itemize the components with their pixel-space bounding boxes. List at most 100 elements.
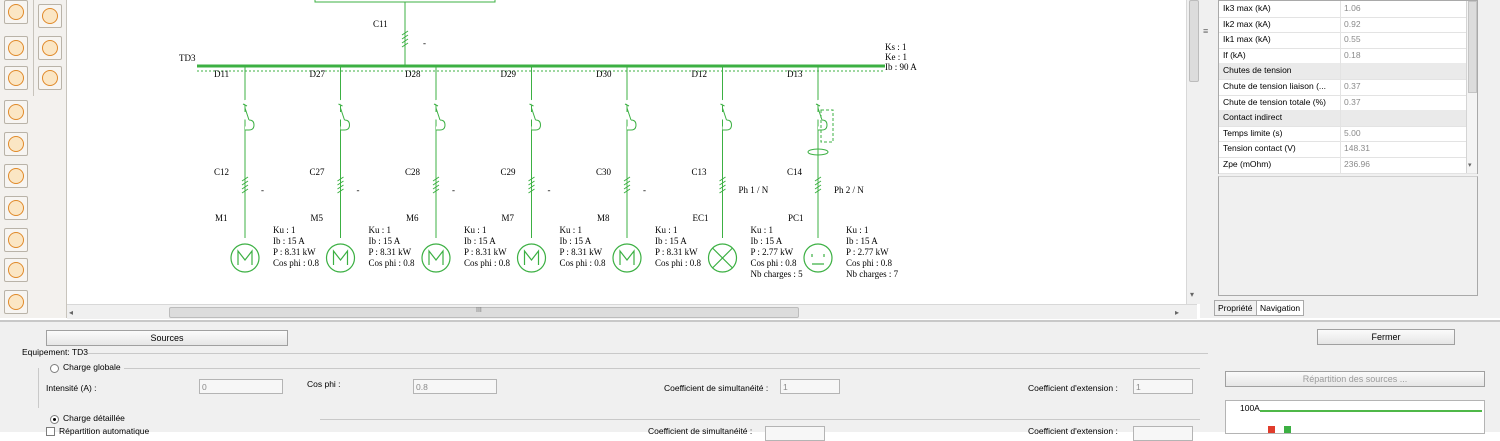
horizontal-scroll-thumb[interactable]: III — [169, 307, 799, 318]
property-value[interactable]: 0.37 — [1344, 81, 1361, 91]
property-separator — [1340, 94, 1341, 111]
load-info-line: Cos phi : 0.8 — [464, 258, 511, 268]
tool-busbar-icon[interactable] — [4, 100, 28, 124]
feeder-cable-mark — [432, 180, 440, 186]
property-description-area — [1218, 176, 1478, 296]
property-value[interactable]: 5.00 — [1344, 127, 1361, 138]
feeder-cable-mark — [623, 180, 631, 186]
property-value[interactable]: 0.37 — [1344, 96, 1361, 107]
tool-load-icon[interactable] — [4, 290, 28, 314]
top-breaker-label: C11 — [373, 19, 388, 29]
property-value[interactable]: 236.96 — [1344, 159, 1370, 169]
intensity-field[interactable]: 0 — [199, 379, 283, 394]
property-row[interactable]: Zpe (mOhm)236.96 — [1219, 157, 1477, 174]
cosphi-field[interactable]: 0.8 — [413, 379, 497, 394]
auto-split-label: Répartition automatique — [59, 426, 150, 436]
property-value[interactable]: 148.31 — [1344, 143, 1370, 154]
property-scroll-thumb[interactable] — [1468, 1, 1477, 93]
detailed-extension-field[interactable] — [1133, 426, 1193, 441]
splitter[interactable]: ≡ — [1200, 0, 1214, 318]
tool-socket-icon[interactable] — [4, 258, 28, 282]
property-row[interactable]: Tension contact (V)148.31 — [1219, 141, 1477, 158]
global-load-radio[interactable] — [50, 364, 59, 373]
load-info-line: Ku : 1 — [750, 225, 774, 235]
feeder-breaker-label: C30 — [596, 167, 612, 177]
scroll-left-arrow[interactable]: ◂ — [69, 308, 74, 317]
feeder-breaker-symbol — [624, 103, 637, 131]
horizontal-scrollbar[interactable]: ◂ III ▸ — [67, 304, 1197, 319]
simultaneity-field[interactable]: 1 — [780, 379, 840, 394]
busbar-icon — [8, 104, 24, 120]
toolbar-separator — [33, 0, 34, 96]
tool-motor-icon[interactable] — [4, 196, 28, 220]
feeder-cable-mark — [814, 184, 822, 190]
detailed-load-radio[interactable] — [50, 415, 59, 424]
property-value[interactable]: 0.18 — [1344, 49, 1361, 60]
load-info-line: P : 2.77 kW — [846, 247, 889, 257]
tool-panel-icon[interactable] — [4, 0, 28, 24]
property-row[interactable]: If (kA)0.18 — [1219, 47, 1477, 65]
auto-split-checkbox[interactable] — [46, 427, 55, 436]
detailed-simultaneity-label: Coefficient de simultanéité : — [648, 426, 753, 436]
property-value[interactable]: 1.06 — [1344, 3, 1361, 13]
extension-label: Coefficient d'extension : — [1028, 383, 1118, 393]
feeder-cable-mark — [241, 176, 249, 182]
sources-button[interactable]: Sources — [46, 330, 288, 346]
load-info-line: Ib : 15 A — [846, 236, 878, 246]
tool-disconnector-icon[interactable] — [38, 66, 62, 90]
tool-switch-icon[interactable] — [38, 36, 62, 60]
feeder-dist-label: D12 — [691, 69, 708, 79]
busbar-info-line: Ke : 1 — [885, 52, 907, 62]
load-label: PC1 — [788, 213, 804, 223]
feeder-cable-mark — [814, 180, 822, 186]
load-info-line: Cos phi : 0.8 — [750, 258, 797, 268]
detailed-simultaneity-field[interactable] — [765, 426, 825, 441]
feeder-cable-mark — [719, 180, 726, 186]
sources-split-button[interactable]: Répartition des sources ... — [1225, 371, 1485, 387]
property-separator — [1340, 63, 1341, 79]
load-symbol-circle — [803, 243, 833, 273]
coupler-icon — [8, 136, 24, 152]
property-key: Ik2 max (kA) — [1223, 18, 1271, 29]
tab-properties[interactable]: Propriété — [1214, 300, 1257, 316]
busbar-info-line: Ib : 90 A — [885, 62, 917, 72]
property-row[interactable]: Ik3 max (kA)1.06 — [1219, 1, 1477, 18]
tool-breaker-icon[interactable] — [4, 36, 28, 60]
close-button[interactable]: Fermer — [1317, 329, 1455, 345]
property-row[interactable]: Chute de tension totale (%)0.37 — [1219, 94, 1477, 112]
toroid-symbol — [807, 148, 829, 156]
property-category[interactable]: Chutes de tension — [1219, 63, 1477, 80]
busbar-info-line: Ks : 1 — [885, 42, 907, 52]
vertical-scroll-thumb[interactable] — [1189, 0, 1199, 82]
property-grid-scrollbar[interactable]: ▾ — [1466, 1, 1477, 173]
property-value[interactable]: 0.55 — [1344, 34, 1361, 45]
tool-transformer-icon[interactable] — [4, 66, 28, 90]
feeder-cable-mark — [623, 184, 631, 190]
feeder-cable-mark — [528, 176, 535, 182]
tool-coupler-icon[interactable] — [4, 132, 28, 156]
vertical-scrollbar[interactable]: ▾ — [1186, 0, 1201, 304]
extension-field[interactable]: 1 — [1133, 379, 1193, 394]
property-category[interactable]: Contact indirect — [1219, 110, 1477, 127]
scroll-down-arrow[interactable]: ▾ — [1190, 290, 1195, 299]
fuse-icon — [42, 8, 58, 24]
scroll-right-arrow[interactable]: ▸ — [1175, 308, 1180, 317]
property-row[interactable]: Temps limite (s)5.00 — [1219, 125, 1477, 143]
load-info-line: Ku : 1 — [559, 225, 583, 235]
tool-fuse-icon[interactable] — [38, 4, 62, 28]
incoming-cable-mark — [401, 30, 409, 36]
property-row[interactable]: Chute de tension liaison (...0.37 — [1219, 79, 1477, 96]
load-info-line: P : 8.31 kW — [368, 247, 412, 257]
property-value[interactable]: 0.92 — [1344, 18, 1361, 29]
tab-navigation[interactable]: Navigation — [1256, 300, 1305, 316]
feeder-phase-label: - — [547, 185, 551, 195]
property-row[interactable]: Ik2 max (kA) 0.92 — [1219, 16, 1477, 34]
tool-lamp-icon[interactable] — [4, 228, 28, 252]
intensity-label: Intensité (A) : — [46, 383, 97, 393]
property-scroll-down-arrow[interactable]: ▾ — [1468, 162, 1472, 169]
tool-cable-icon[interactable] — [4, 164, 28, 188]
property-row[interactable]: Ik1 max (kA)0.55 — [1219, 32, 1477, 49]
